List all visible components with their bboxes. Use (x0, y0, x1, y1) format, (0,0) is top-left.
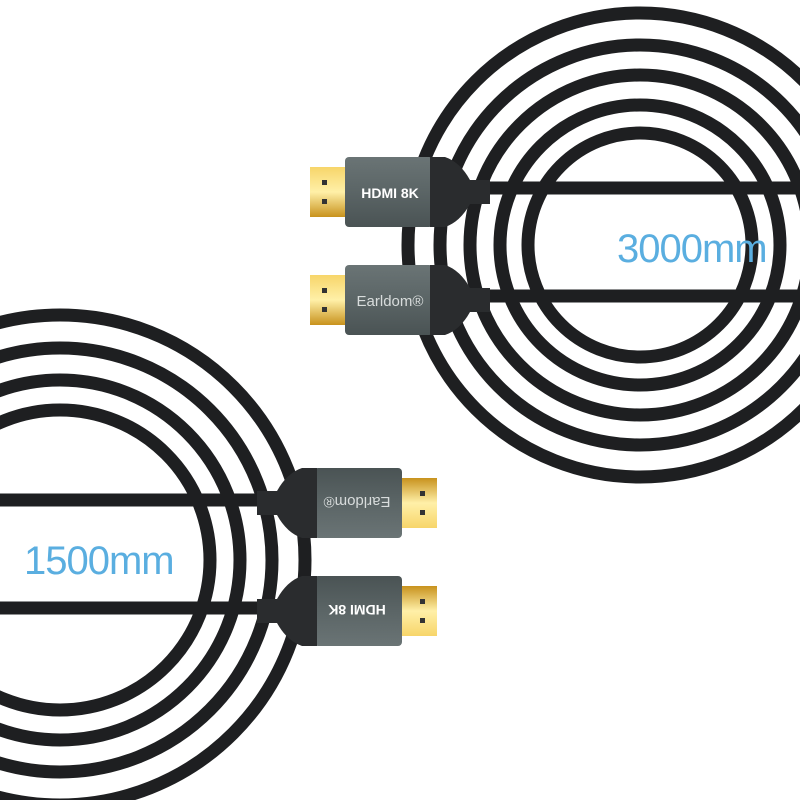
hdmi-connector-top-2: Earldom® (310, 265, 490, 335)
brand-label: Earldom® (357, 293, 424, 310)
hdmi-connector-bottom-1: Earldom® (257, 468, 437, 538)
hdmi-8k-label: HDMI 8K (361, 185, 419, 201)
short-cable-coil (0, 308, 312, 800)
brand-label: Earldom® (324, 493, 391, 510)
long-length-label: 3000mm (617, 227, 767, 271)
hdmi-connector-top-1: HDMI 8K (310, 157, 490, 227)
hdmi-connector-bottom-2: HDMI 8K (257, 576, 437, 646)
hdmi-8k-label: HDMI 8K (328, 602, 386, 618)
short-length-label: 1500mm (24, 539, 174, 583)
long-cable-coil (401, 6, 800, 484)
